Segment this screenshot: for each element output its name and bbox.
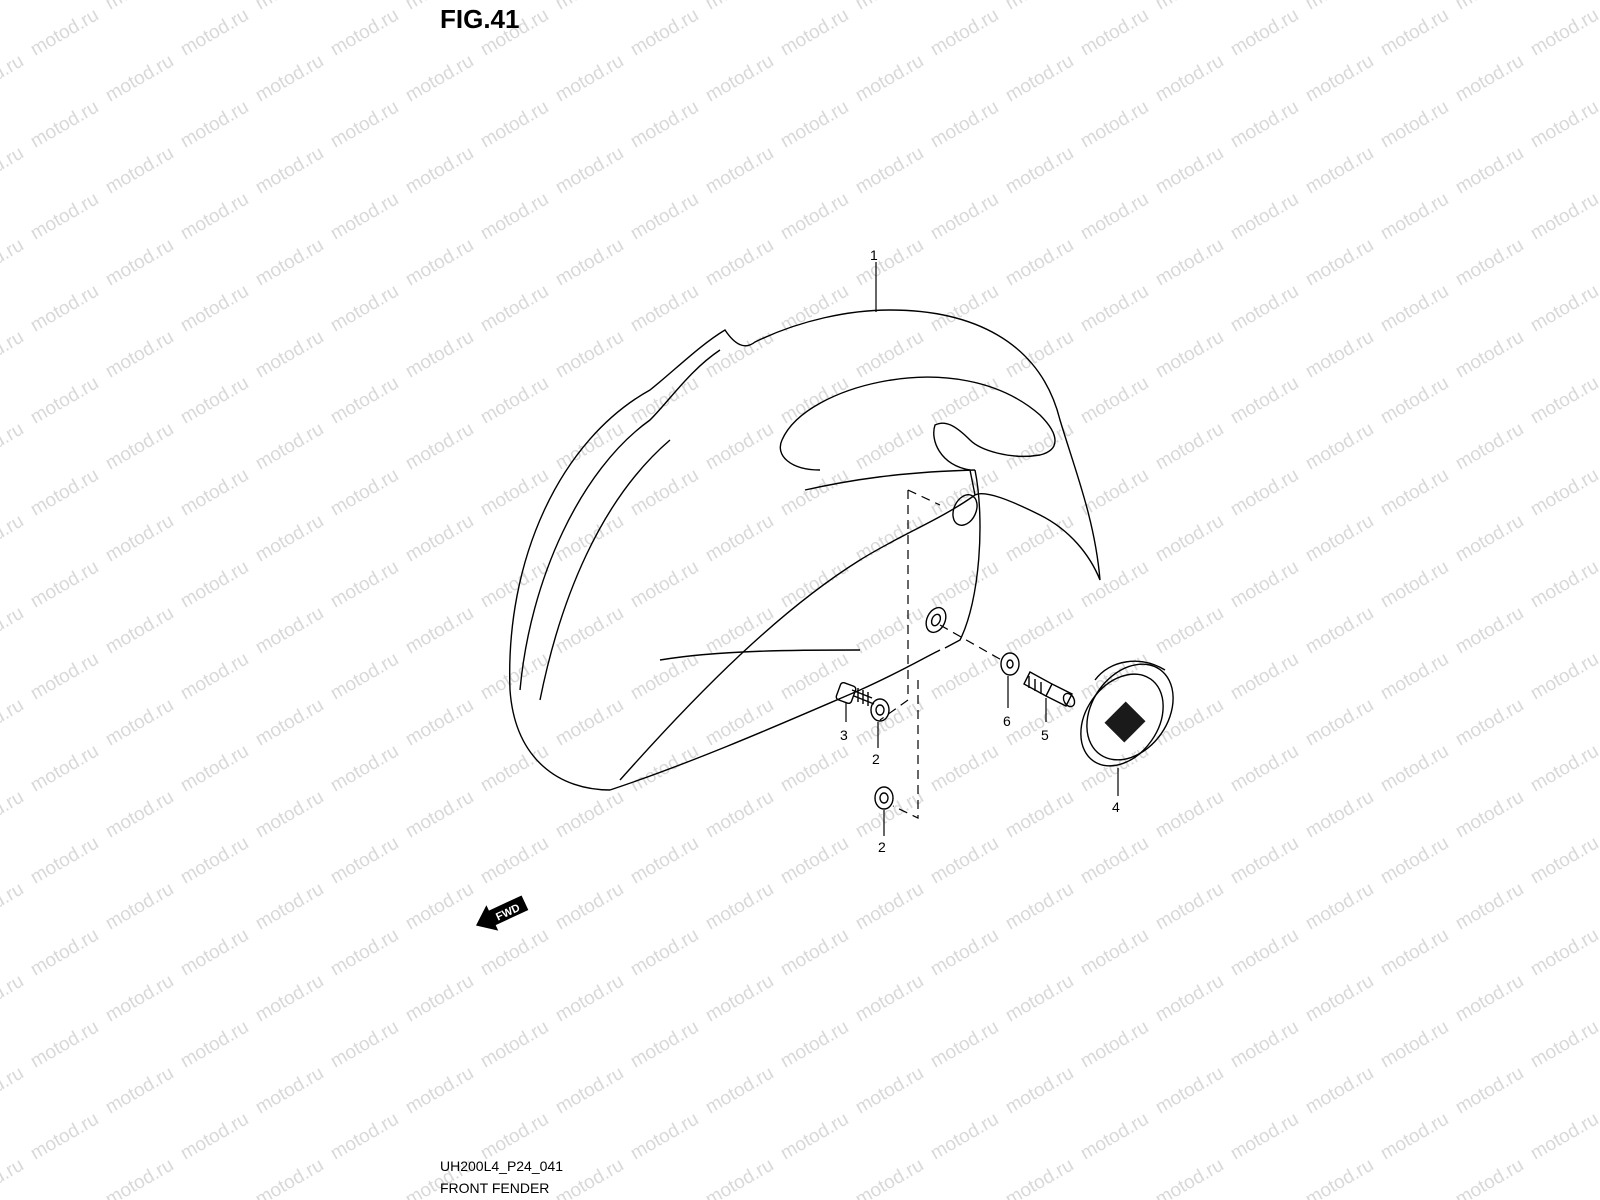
fwd-label: FWD bbox=[494, 902, 522, 923]
callout-part-2a: 2 bbox=[872, 751, 880, 767]
callout-part-4: 4 bbox=[1112, 799, 1120, 815]
callout-part-1: 1 bbox=[870, 247, 878, 263]
reflector-part bbox=[1080, 660, 1174, 767]
diagram-code: UH200L4_P24_041 bbox=[440, 1158, 563, 1174]
front-fender bbox=[508, 309, 1101, 791]
bolt-part bbox=[835, 681, 875, 706]
washer-part-6 bbox=[1000, 652, 1020, 676]
callout-part-6: 6 bbox=[1003, 713, 1011, 729]
assembly-guides bbox=[879, 489, 1006, 819]
fwd-arrow-icon: FWD bbox=[475, 895, 529, 931]
callout-part-5: 5 bbox=[1041, 727, 1049, 743]
washer-part-a bbox=[870, 698, 890, 722]
figure-caption: FRONT FENDER bbox=[440, 1180, 550, 1196]
leader-lines bbox=[845, 262, 1119, 836]
figure-title: FIG.41 bbox=[440, 4, 520, 34]
callout-part-3: 3 bbox=[840, 727, 848, 743]
screw-part bbox=[1023, 671, 1076, 708]
callout-part-2b: 2 bbox=[878, 839, 886, 855]
washer-part-b bbox=[874, 786, 894, 810]
